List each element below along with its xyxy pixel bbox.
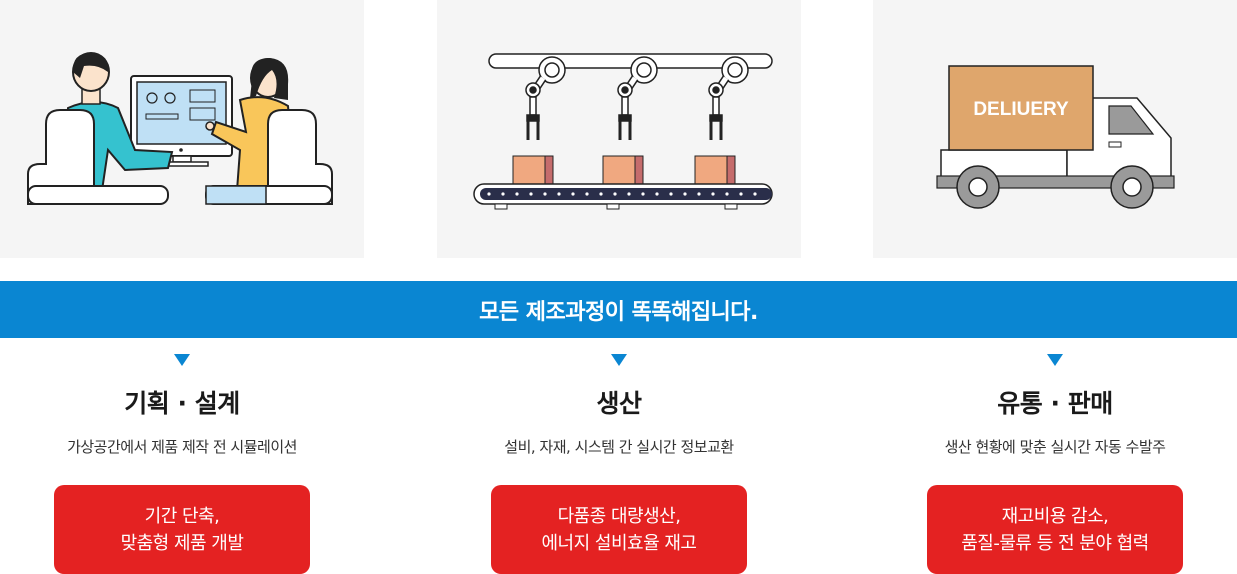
down-arrow-icon bbox=[611, 354, 627, 366]
benefit-box: 다품종 대량생산, 에너지 설비효율 재고 bbox=[491, 485, 747, 574]
headline-text: 모든 제조과정이 똑똑해집니다. bbox=[479, 299, 758, 325]
column-distribution: 유통 · 판매 생산 현황에 맞춘 실시간 자동 수발주 재고비용 감소, 품질… bbox=[855, 350, 1237, 574]
column-title: 생산 bbox=[596, 389, 642, 418]
delivery-label: DELIUERY bbox=[973, 99, 1069, 120]
benefit-box: 재고비용 감소, 품질-물류 등 전 분야 협력 bbox=[927, 485, 1183, 574]
benefit-line-2: 에너지 설비효율 재고 bbox=[541, 532, 697, 554]
column-production: 생산 설비, 자재, 시스템 간 실시간 정보교환 다품종 대량생산, 에너지 … bbox=[419, 350, 819, 574]
down-arrow-icon bbox=[174, 354, 190, 366]
planning-scene-image bbox=[27, 52, 333, 205]
benefit-box: 기간 단축, 맞춤형 제품 개발 bbox=[54, 485, 310, 574]
column-title: 유통 · 판매 bbox=[997, 389, 1113, 418]
column-title: 기획 · 설계 bbox=[124, 389, 240, 418]
column-description: 생산 현황에 맞춘 실시간 자동 수발주 bbox=[944, 438, 1166, 456]
benefit-line-2: 품질-물류 등 전 분야 협력 bbox=[961, 532, 1149, 554]
benefit-line-1: 기간 단축, bbox=[144, 505, 220, 527]
production-line-image bbox=[473, 53, 773, 210]
benefit-line-1: 다품종 대량생산, bbox=[557, 505, 681, 527]
column-description: 설비, 자재, 시스템 간 실시간 정보교환 bbox=[504, 438, 734, 456]
production-illustration bbox=[437, 0, 801, 258]
truck-image: DELIUERY bbox=[936, 65, 1175, 209]
benefit-line-1: 재고비용 감소, bbox=[1001, 505, 1109, 527]
delivery-illustration: DELIUERY bbox=[873, 0, 1237, 258]
planning-illustration bbox=[0, 0, 364, 258]
column-planning: 기획 · 설계 가상공간에서 제품 제작 전 시뮬레이션 기간 단축, 맞춤형 … bbox=[0, 350, 382, 574]
down-arrow-icon bbox=[1047, 354, 1063, 366]
headline-banner: 모든 제조과정이 똑똑해집니다. bbox=[0, 281, 1237, 338]
benefit-line-2: 맞춤형 제품 개발 bbox=[120, 532, 244, 554]
column-description: 가상공간에서 제품 제작 전 시뮬레이션 bbox=[67, 438, 297, 456]
